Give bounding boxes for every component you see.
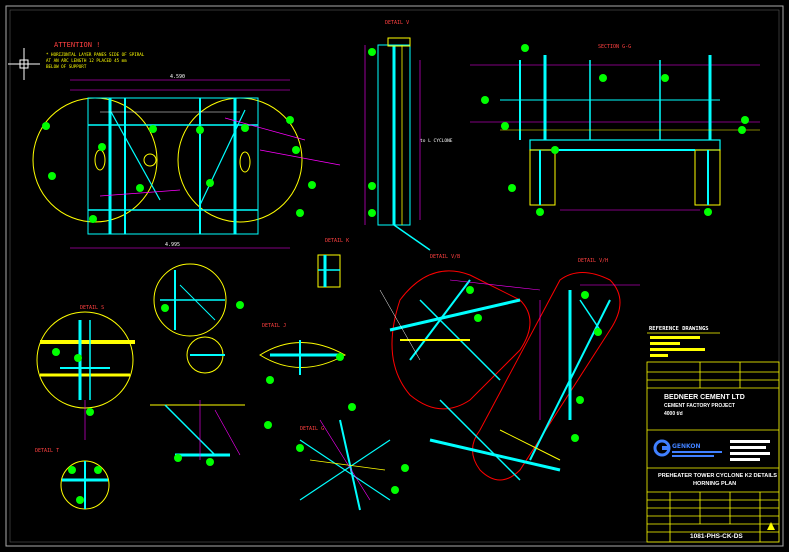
main-plan-markers bbox=[42, 116, 316, 223]
detail-t-markers bbox=[68, 466, 102, 504]
detail-vb-label: DETAIL V/B bbox=[430, 254, 460, 260]
detail-t-label: DETAIL T bbox=[35, 448, 59, 454]
section-gg-markers bbox=[481, 44, 749, 216]
detail-s-markers bbox=[52, 348, 94, 416]
main-overall-dim: 4.590 bbox=[170, 74, 185, 80]
detail-k-view: DETAIL K bbox=[317, 238, 349, 288]
drawing-title-1: PREHEATER TOWER CYCLONE K2 DETAILS bbox=[658, 473, 778, 479]
detail-k-label: DETAIL K bbox=[325, 238, 349, 244]
detail-v-label: DETAIL V bbox=[385, 20, 409, 26]
middle-details: DETAIL J DETAIL G bbox=[150, 263, 391, 511]
detail-vb-markers bbox=[466, 286, 482, 322]
middle-markers bbox=[161, 301, 409, 494]
client-capacity: 4000 t/d bbox=[664, 411, 683, 417]
title-block bbox=[646, 361, 780, 543]
detail-v-view: DETAIL V to L CYCLONE bbox=[364, 20, 453, 251]
detail-s-view: DETAIL S bbox=[36, 305, 135, 440]
genkon-logo: GENKON bbox=[653, 439, 770, 461]
section-gg-label: SECTION G-G bbox=[598, 44, 631, 50]
client-project: CEMENT FACTORY PROJECT bbox=[664, 403, 736, 409]
reference-drawings: REFERENCE DRAWINGS bbox=[647, 326, 720, 357]
detail-v-markers bbox=[368, 48, 376, 217]
detail-vh-label: DETAIL V/H bbox=[578, 258, 608, 264]
attention-line-1: * HORIZONTAL LAYER PANES SIDE OF SPIRAL bbox=[46, 52, 145, 57]
detail-vb-view: DETAIL V/B bbox=[379, 254, 541, 410]
client-name: BEDNEER CEMENT LTD bbox=[664, 394, 745, 401]
cyclone-note: to L CYCLONE bbox=[420, 138, 453, 144]
reference-title: REFERENCE DRAWINGS bbox=[649, 326, 709, 332]
attention-line-2: AT AN ARC LENGTH 12 PLACED 45 mm bbox=[46, 58, 127, 63]
detail-s-label: DETAIL S bbox=[80, 305, 104, 311]
section-gg-view: SECTION G-G bbox=[470, 44, 760, 211]
drawing-number: 1081-PHS-CK-DS bbox=[690, 533, 743, 540]
attention-line-3: BELOW OF SUPPORT bbox=[46, 64, 87, 69]
sheet-border-inner bbox=[9, 9, 780, 543]
main-bottom-dim: 4.995 bbox=[165, 242, 180, 248]
detail-g-label: DETAIL G bbox=[300, 426, 324, 432]
crosshair-cursor bbox=[8, 48, 40, 80]
sheet-border bbox=[5, 5, 784, 547]
block-footer-marks bbox=[767, 522, 775, 530]
detail-t-view: DETAIL T bbox=[35, 448, 110, 510]
company-name: GENKON bbox=[672, 443, 701, 450]
detail-vh-view: DETAIL V/H bbox=[429, 258, 640, 481]
attention-title: ATTENTION ! bbox=[54, 41, 100, 49]
detail-vh-markers bbox=[571, 291, 602, 442]
main-plan-view: 4.590 4.995 bbox=[32, 74, 341, 249]
drawing-title-2: HORNING PLAN bbox=[693, 481, 737, 487]
attention-note: ATTENTION ! * HORIZONTAL LAYER PANES SID… bbox=[46, 41, 145, 69]
detail-j-label: DETAIL J bbox=[262, 323, 286, 329]
